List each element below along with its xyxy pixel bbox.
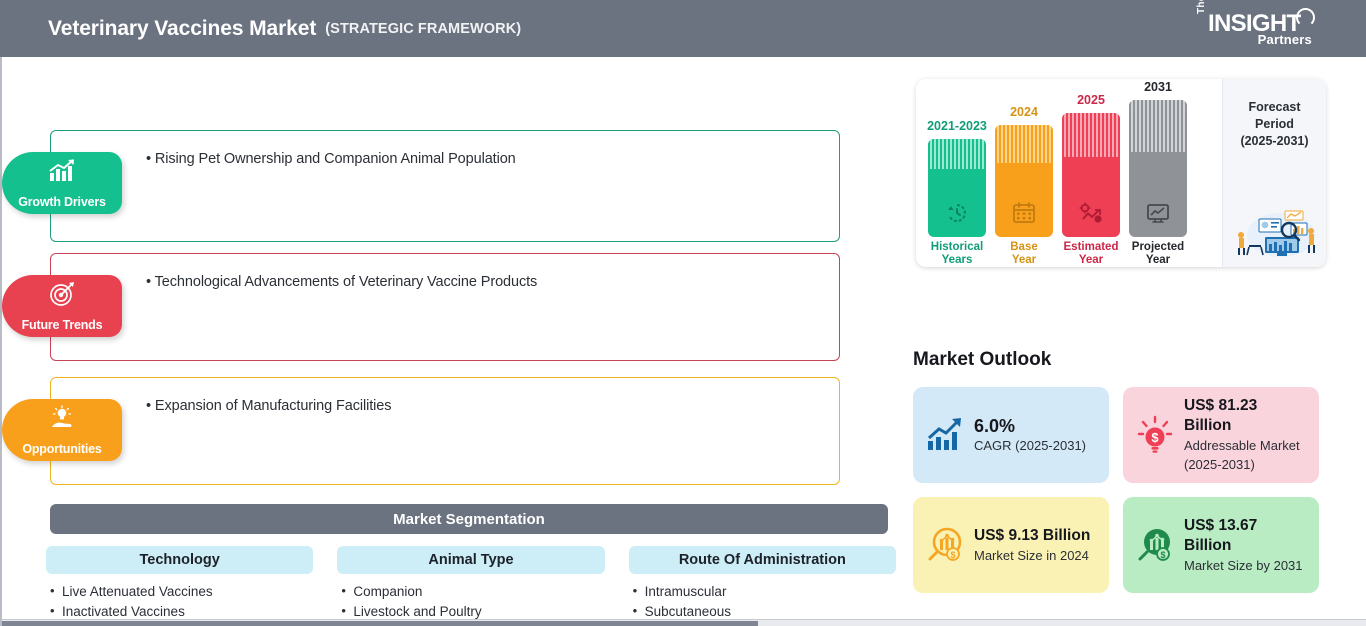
factor-badge-label-trends: Future Trends: [21, 318, 103, 332]
lightbulb-hand-icon: [52, 405, 72, 427]
bar-stripe-pattern: [1062, 113, 1120, 157]
scrollbar-thumb[interactable]: [2, 621, 758, 626]
factor-badge-opportunities[interactable]: Opportunities: [2, 399, 122, 461]
list-item: Live Attenuated Vaccines: [50, 581, 313, 602]
list-item: Livestock and Poultry: [341, 601, 604, 622]
segmentation-column-animal-type: Animal Type Companion Livestock and Poul…: [337, 546, 605, 626]
bar-stripe-pattern: [995, 125, 1053, 163]
factor-badge-label-growth: Growth Drivers: [18, 195, 106, 209]
factor-panel-opportunities: • Expansion of Manufacturing Facilities: [50, 377, 840, 485]
analytics-dashboard-illustration: [1238, 210, 1315, 257]
monitor-chart-icon: [1147, 204, 1169, 223]
forecast-period-text: Forecast Period (2025-2031): [1240, 100, 1309, 148]
forecast-period-panel: Forecast Period (2025-2031): [1222, 79, 1326, 267]
outlook-card-label: Market Size in 2024: [974, 547, 1089, 563]
factor-bullet-trends: • Technological Advancements of Veterina…: [146, 274, 538, 290]
outlook-card-label: CAGR (2025-2031): [974, 437, 1086, 453]
magnifier-bars-dollar-icon: $: [1138, 529, 1170, 561]
segmentation-column-title: Animal Type: [337, 546, 605, 574]
factor-bullet-opportunities: • Expansion of Manufacturing Facilities: [146, 398, 392, 414]
logo-the-text: The: [1196, 0, 1207, 14]
factor-bullet-growth: • Rising Pet Ownership and Companion Ani…: [146, 151, 516, 167]
logo-insight-text: INSIGHT: [1208, 10, 1301, 37]
outlook-card-label: Market Size by 2031: [1184, 557, 1303, 573]
outlook-card-cagr[interactable]: 6.0% CAGR (2025-2031): [913, 387, 1109, 483]
growth-arrow-bars-icon: [927, 418, 961, 450]
timeline-bar-base: 2024: [995, 79, 1053, 267]
left-column: • Rising Pet Ownership and Companion Ani…: [2, 57, 902, 626]
bar-year-label: 2024: [1010, 105, 1038, 119]
outlook-card-value: US$ 13.67 Billion: [1184, 516, 1258, 554]
factor-badge-growth[interactable]: Growth Drivers: [2, 152, 122, 214]
bar-chart-growth-icon: [49, 159, 74, 181]
forecast-gear-chart-icon: [1079, 202, 1102, 223]
segmentation-columns: Technology Live Attenuated Vaccines Inac…: [46, 546, 896, 626]
svg-text:$: $: [1151, 430, 1159, 445]
target-dart-icon: [50, 282, 74, 306]
page-header: Veterinary Vaccines Market (STRATEGIC FR…: [0, 0, 1366, 57]
logo-partners-text: Partners: [1257, 32, 1312, 47]
page-subtitle: (STRATEGIC FRAMEWORK): [325, 20, 522, 37]
market-segmentation-header: Market Segmentation: [50, 504, 888, 534]
list-item: Companion: [341, 581, 604, 602]
market-outlook-cards: 6.0% CAGR (2025-2031) $: [913, 387, 1333, 593]
bar-year-label: 2021-2023: [927, 119, 987, 133]
segmentation-column-title: Technology: [46, 546, 314, 574]
horizontal-scrollbar[interactable]: [2, 619, 1366, 626]
svg-text:$: $: [950, 550, 955, 560]
outlook-card-addressable-market[interactable]: $ US$ 81.23 Billion Addressable Market (…: [1123, 387, 1319, 483]
insight-partners-logo: The INSIGHT Partners: [1194, 0, 1315, 50]
outlook-card-value: US$ 81.23 Billion: [1184, 397, 1258, 434]
list-item: Intramuscular: [633, 581, 896, 602]
market-outlook-title: Market Outlook: [913, 349, 1052, 370]
outlook-card-label: Addressable Market (2025-2031): [1184, 438, 1300, 472]
bar-year-label: 2025: [1077, 93, 1105, 107]
bar-year-label: 2031: [1144, 80, 1172, 94]
segmentation-column-title: Route Of Administration: [628, 546, 896, 574]
calendar-icon: [1013, 202, 1035, 223]
outlook-card-market-size-2031[interactable]: $ US$ 13.67 Billion Market Size by 2031: [1123, 497, 1319, 593]
segmentation-list-animal-type: Companion Livestock and Poultry: [337, 581, 604, 622]
history-clock-icon: [948, 204, 966, 222]
dollar-bulb-icon: $: [1137, 415, 1173, 453]
list-item: Subcutaneous: [633, 601, 896, 622]
svg-text:$: $: [1160, 550, 1165, 560]
outlook-card-market-size-2024[interactable]: $ US$ 9.13 Billion Market Size in 2024: [913, 497, 1109, 593]
bar-stripe-pattern: [928, 139, 986, 169]
bar-stripe-pattern: [1129, 100, 1187, 152]
outlook-card-value: 6.0%: [974, 415, 1016, 436]
logo-ring-icon: [1296, 8, 1315, 27]
list-item: Inactivated Vaccines: [50, 601, 313, 622]
factor-panel-trends: • Technological Advancements of Veterina…: [50, 253, 840, 361]
content-area: • Rising Pet Ownership and Companion Ani…: [0, 57, 1366, 626]
outlook-card-value: US$ 9.13 Billion: [974, 526, 1091, 544]
page-title: Veterinary Vaccines Market: [48, 16, 317, 40]
factor-badge-trends[interactable]: Future Trends: [2, 275, 122, 337]
factor-badge-label-opportunities: Opportunities: [22, 442, 102, 456]
magnifier-bars-dollar-icon: $: [928, 527, 962, 561]
factor-panel-growth: • Rising Pet Ownership and Companion Ani…: [50, 130, 840, 242]
segmentation-column-technology: Technology Live Attenuated Vaccines Inac…: [46, 546, 314, 626]
segmentation-column-route: Route Of Administration Intramuscular Su…: [628, 546, 896, 626]
segmentation-list-route: Intramuscular Subcutaneous: [629, 581, 896, 622]
